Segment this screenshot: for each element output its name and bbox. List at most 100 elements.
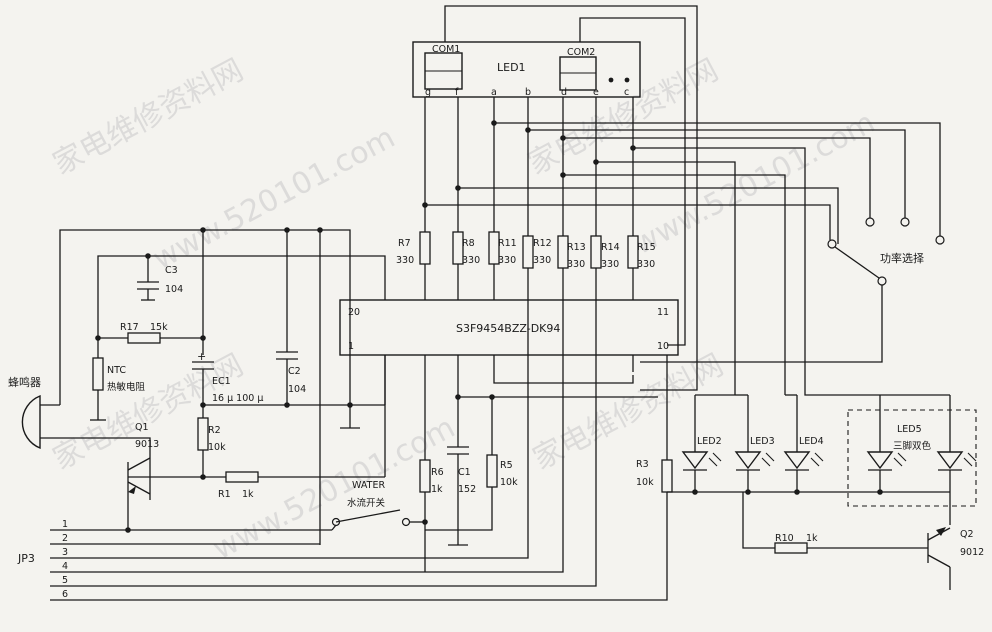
q1-value: 9013 [135, 439, 159, 450]
r5-label: R5 [500, 460, 513, 471]
r10-value: 1k [806, 533, 818, 544]
r2-label: R2 [208, 425, 221, 436]
power-select-label: 功率选择 [880, 251, 924, 265]
q1-label: Q1 [135, 422, 149, 433]
q2-value: 9012 [960, 547, 984, 558]
water-label: WATER [352, 480, 385, 491]
led5-label: LED5 [897, 424, 922, 435]
ic-pin10: 10 [657, 341, 669, 352]
power-select-switch[interactable]: 功率选择 [640, 217, 945, 363]
led4-label: LED4 [799, 436, 824, 447]
c1-value: 152 [458, 484, 476, 495]
seg-a-label: a [491, 87, 497, 98]
r14-value: 330 [601, 259, 619, 270]
r8-value: 330 [462, 255, 480, 266]
water-flow-switch[interactable]: WATER 水流开关 [331, 480, 411, 527]
led2-label: LED2 [697, 436, 722, 447]
r15-value: 330 [637, 259, 655, 270]
r6-value: 1k [431, 484, 443, 495]
mcu-ic: 20 11 S3F9454BZZ-DK94 1 10 [339, 299, 679, 356]
r2-value: 10k [208, 442, 226, 453]
ic-pin11: 11 [657, 307, 669, 318]
c3-value: 104 [165, 284, 183, 295]
c1-label: C1 [458, 467, 471, 478]
r10-label: R10 [775, 533, 794, 544]
seg-c-label: c [624, 87, 629, 98]
jp3-pin5: 5 [62, 575, 68, 586]
r3-label: R3 [636, 459, 649, 470]
c3-label: C3 [165, 265, 178, 276]
c2-label: C2 [288, 366, 301, 377]
led1-display: COM1 COM2 LED1 g f a b d e c [412, 41, 641, 98]
r17-label: R17 [120, 322, 139, 333]
com2-label: COM2 [567, 47, 595, 58]
r13-label: R13 [567, 242, 586, 253]
led1-label: LED1 [497, 61, 526, 74]
c2-value: 104 [288, 384, 306, 395]
segment-wires [424, 97, 634, 236]
r1-label: R1 [218, 489, 231, 500]
r3-resistor: R3 10k [636, 355, 673, 493]
buzzer: 蜂鸣器 [8, 375, 151, 452]
watermark-text: 家电维修资料网 [527, 348, 729, 477]
r11-value: 330 [498, 255, 516, 266]
seg-b-label: b [525, 87, 531, 98]
led2: LED2 [681, 394, 735, 492]
r2-resistor: R2 10k [197, 417, 226, 477]
jp3-pin4: 4 [62, 561, 68, 572]
water-description: 水流开关 [347, 497, 386, 509]
seg-g-label: g [425, 87, 431, 98]
r1-value: 1k [242, 489, 254, 500]
buzzer-label: 蜂鸣器 [8, 375, 41, 389]
r15-label: R15 [637, 242, 656, 253]
r11-label: R11 [498, 238, 517, 249]
c1-capacitor: C1 152 [447, 397, 476, 546]
r8-label: R8 [462, 238, 475, 249]
jp3-pin3: 3 [62, 547, 68, 558]
r10-resistor: R10 1k [742, 492, 928, 554]
led5-description: 三脚双色 [893, 440, 932, 452]
r17-resistor: R17 15k [95, 322, 206, 344]
seg-d-label: d [561, 87, 567, 98]
jp3-connector: 1 2 3 4 5 6 JP3 [17, 300, 668, 601]
watermark-text: www.520101.com [147, 120, 401, 277]
r17-value: 15k [150, 322, 168, 333]
bus-lines [422, 120, 950, 396]
seg-e-label: e [593, 87, 599, 98]
ntc-description: 热敏电阻 [107, 381, 146, 393]
ec1-label: EC1 [212, 376, 231, 387]
r7-value: 330 [396, 255, 414, 266]
r5-value: 10k [500, 477, 518, 488]
segment-resistors: R7 330 R8 330 R11 330 R12 330 R13 330 R1… [396, 231, 656, 300]
r6-resistor: R6 1k [419, 459, 444, 572]
watermark-text: 家电维修资料网 [47, 53, 249, 182]
q1-transistor: Q1 9013 [127, 422, 159, 530]
ec1-value: 16 μ 100 μ [212, 393, 263, 404]
q2-transistor: Q2 9012 [927, 527, 984, 590]
c2-capacitor: C2 104 [276, 351, 306, 405]
watermark-text: 家电维修资料网 [47, 348, 249, 477]
ec1-capacitor: + EC1 16 μ 100 μ [192, 350, 263, 425]
seg-f-label: f [455, 87, 459, 98]
led3-label: LED3 [750, 436, 775, 447]
r3-value: 10k [636, 477, 654, 488]
r13-value: 330 [567, 259, 585, 270]
com1-label: COM1 [432, 44, 460, 55]
c3-capacitor: C3 104 [137, 265, 183, 301]
jp3-pin6: 6 [62, 589, 68, 600]
r12-label: R12 [533, 238, 552, 249]
jp3-label: JP3 [17, 552, 35, 565]
svg-text:+: + [197, 350, 206, 363]
r12-value: 330 [533, 255, 551, 266]
jp3-pin2: 2 [62, 533, 68, 544]
watermark-text: www.520101.com [627, 105, 881, 262]
ntc-label: NTC [107, 365, 126, 376]
r7-label: R7 [398, 238, 411, 249]
r14-label: R14 [601, 242, 620, 253]
led4: LED4 [783, 395, 824, 492]
r6-label: R6 [431, 467, 444, 478]
jp3-pin1: 1 [62, 519, 68, 530]
ic-pin20: 20 [348, 307, 360, 318]
